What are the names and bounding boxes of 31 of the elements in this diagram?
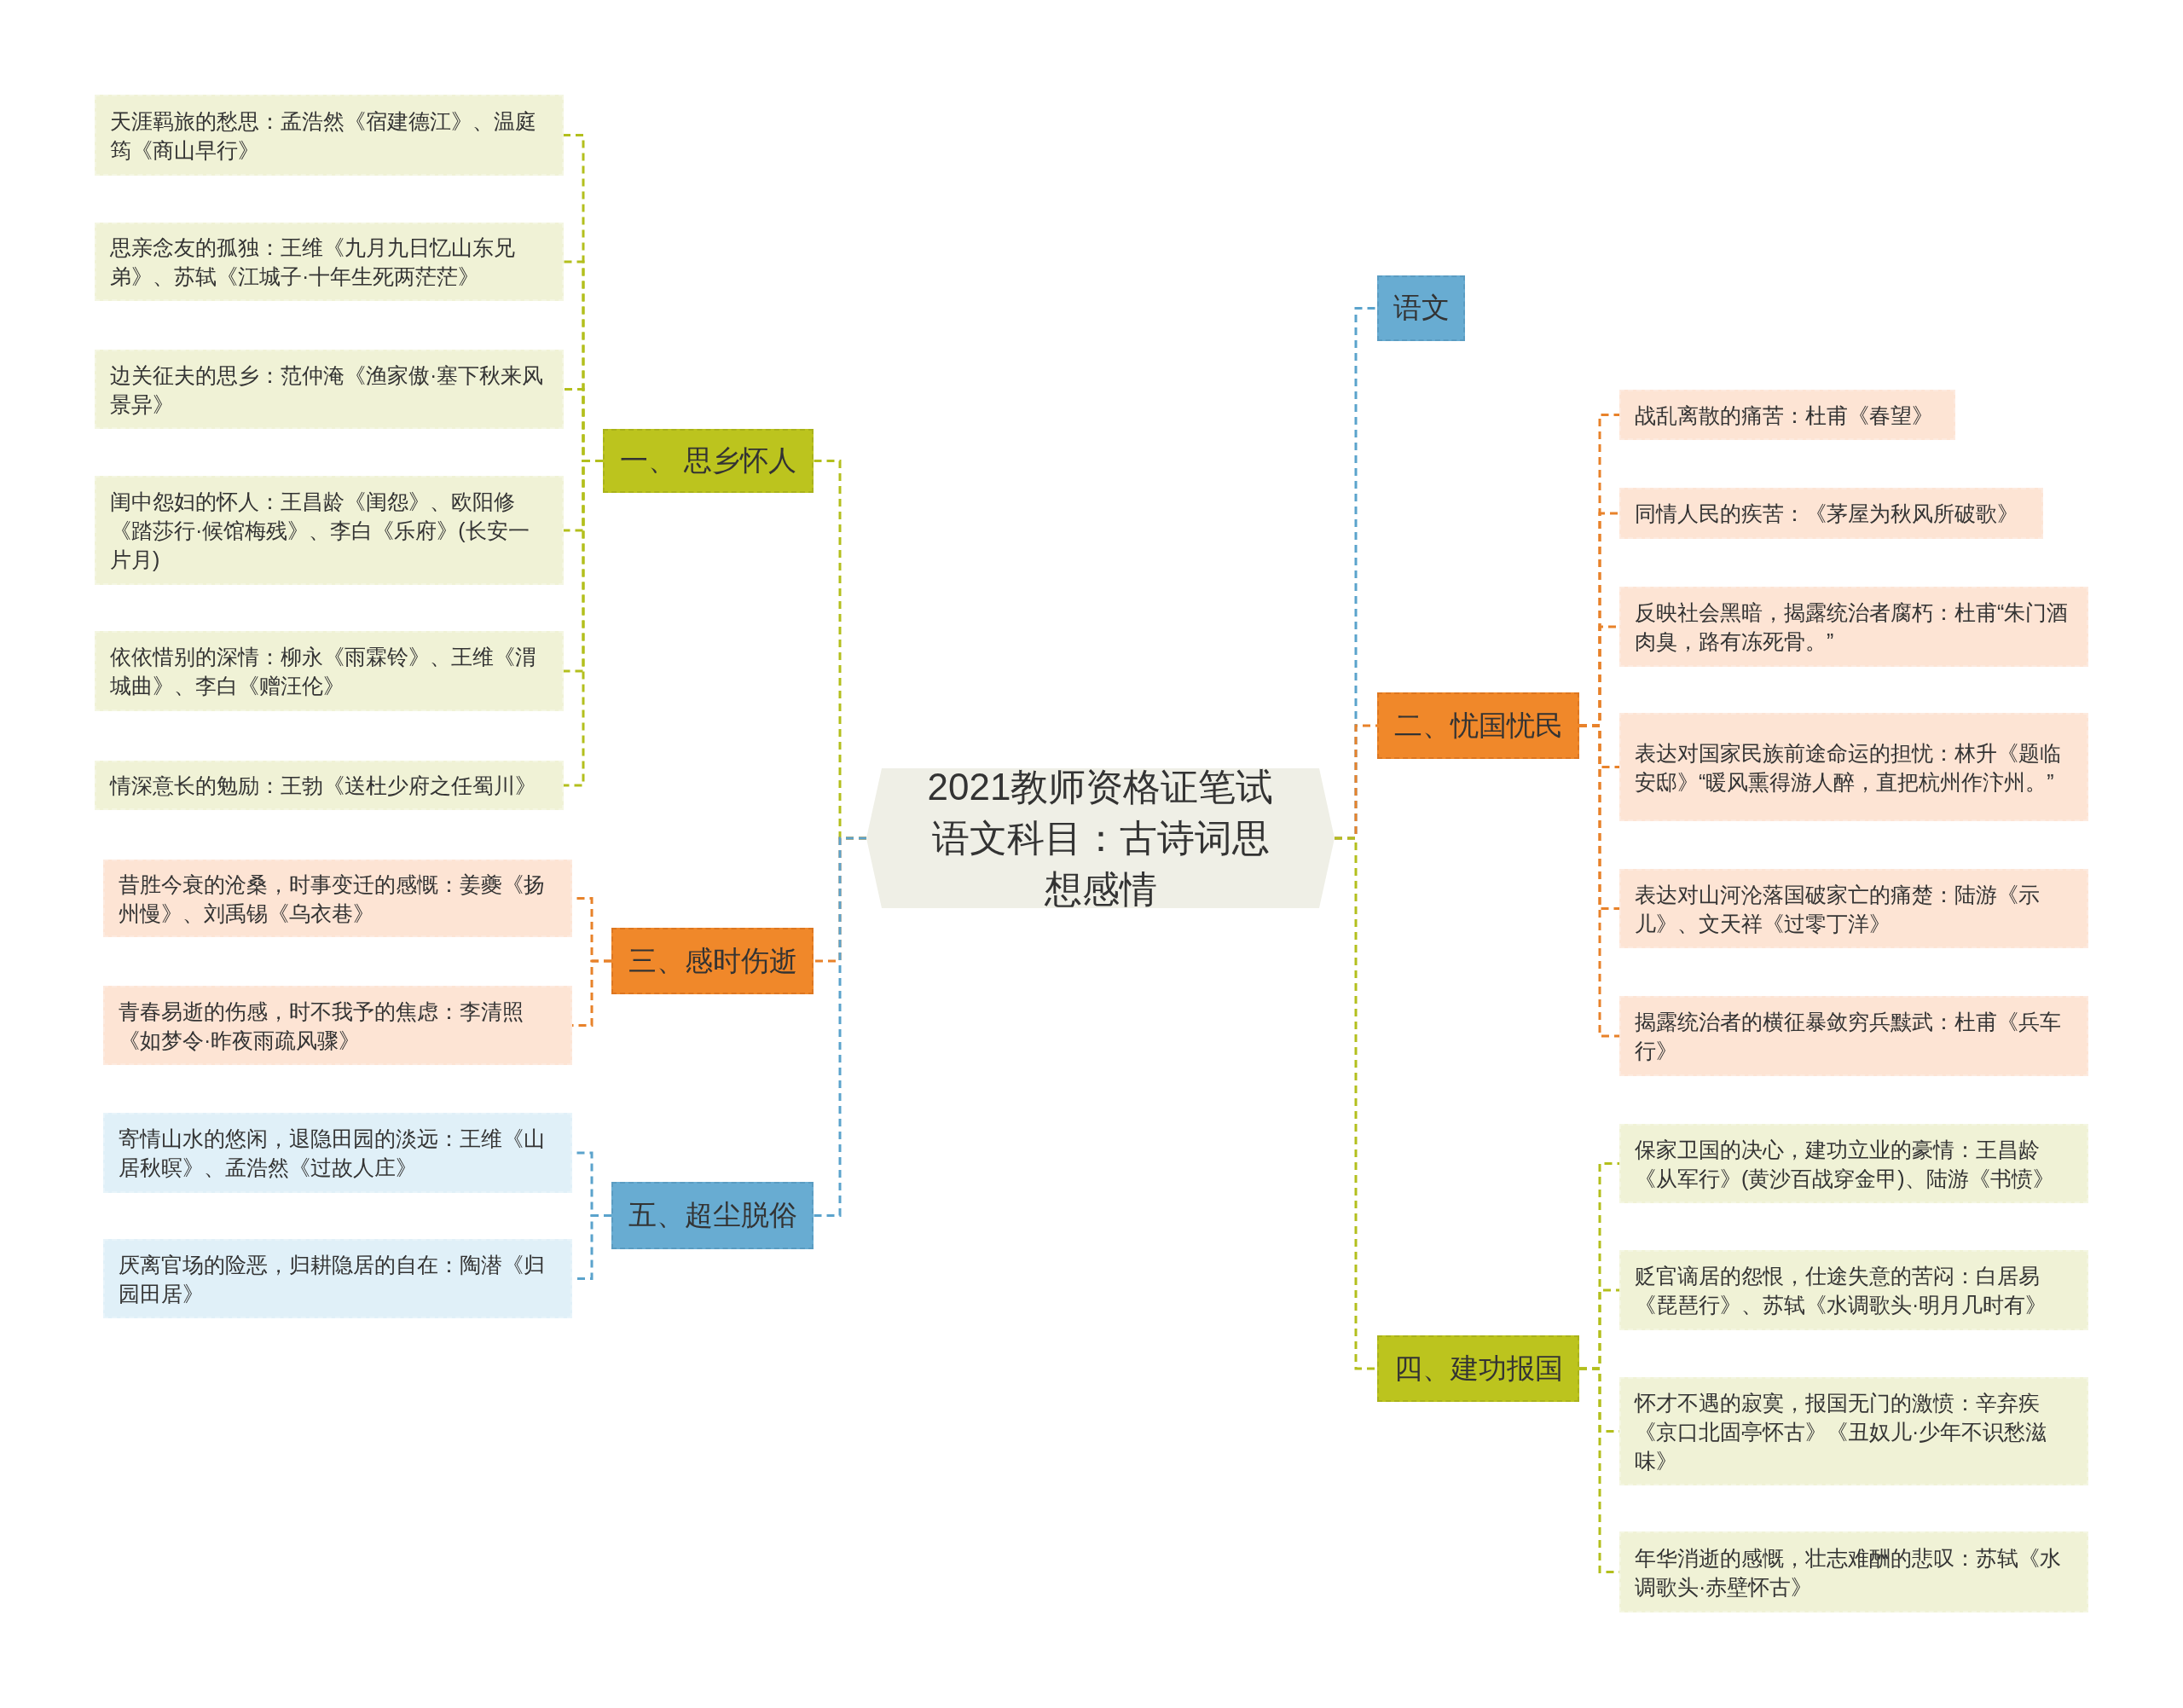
connector-line: [1335, 837, 1377, 1370]
leaf-box: 昔胜今衰的沧桑，时事变迁的感慨：姜夔《扬州慢》、刘禹锡《乌衣巷》: [103, 860, 572, 937]
leaf-box: 反映社会黑暗，揭露统治者腐朽：杜甫“朱门酒肉臭，路有冻死骨。”: [1619, 587, 2088, 667]
leaf-box: 怀才不遇的寂寞，报国无门的激愤：辛弃疾《京口北固亭怀古》《丑奴儿·少年不识愁滋味》: [1619, 1377, 2088, 1485]
leaf-box: 表达对山河沦落国破家亡的痛楚：陆游《示儿》、文天祥《过零丁洋》: [1619, 869, 2088, 948]
leaf-box: 情深意长的勉励：王勃《送杜少府之任蜀川》: [95, 761, 564, 810]
leaf-box: 青春易逝的伤感，时不我予的焦虑：李清照《如梦令·昨夜雨疏风骤》: [103, 986, 572, 1065]
leaf-box: 边关征夫的思乡：范仲淹《渔家傲·塞下秋来风景异》: [95, 350, 564, 429]
leaf-box: 天涯羁旅的愁思：孟浩然《宿建德江》、温庭筠《商山早行》: [95, 95, 564, 176]
leaf-box: 贬官谪居的怨恨，仕途失意的苦闷：白居易《琵琶行》、苏轼《水调歌头·明月几时有》: [1619, 1250, 2088, 1330]
connector-line: [814, 837, 866, 1217]
branch-box: 语文: [1377, 275, 1465, 341]
leaf-box: 依依惜别的深情：柳永《雨霖铃》、王维《渭城曲》、李白《赠汪伦》: [95, 631, 564, 711]
leaf-box: 保家卫国的决心，建功立业的豪情：王昌龄《从军行》(黄沙百战穿金甲)、陆游《书愤》: [1619, 1124, 2088, 1203]
connector-line: [564, 460, 603, 787]
branch-box: 四、建功报国: [1377, 1335, 1579, 1402]
leaf-box: 寄情山水的悠闲，退隐田园的淡远：王维《山居秋暝》、孟浩然《过故人庄》: [103, 1113, 572, 1193]
leaf-box: 战乱离散的痛苦：杜甫《春望》: [1619, 390, 1955, 440]
branch-box: 三、感时伤逝: [611, 928, 814, 994]
leaf-box: 闺中怨妇的怀人：王昌龄《闺怨》、欧阳修《踏莎行·候馆梅残》、李白《乐府》(长安一片月): [95, 476, 564, 585]
branch-box: 二、忧国忧民: [1377, 692, 1579, 759]
leaf-box: 揭露统治者的横征暴敛穷兵黩武：杜甫《兵车行》: [1619, 996, 2088, 1076]
leaf-box: 厌离官场的险恶，归耕隐居的自在：陶潜《归园田居》: [103, 1239, 572, 1318]
connector-line: [1579, 724, 1619, 1038]
branch-box: 一、 思乡怀人: [603, 429, 814, 493]
branch-box: 五、超尘脱俗: [611, 1182, 814, 1249]
leaf-box: 表达对国家民族前途命运的担忧：林升《题临安邸》“暖风熏得游人醉，直把杭州作汴州。”: [1619, 713, 2088, 821]
leaf-box: 思亲念友的孤独：王维《九月九日忆山东兄弟》、苏轼《江城子·十年生死两茫茫》: [95, 223, 564, 301]
leaf-box: 同情人民的疾苦：《茅屋为秋风所破歌》: [1619, 488, 2043, 539]
leaf-box: 年华消逝的感慨，壮志难酬的悲叹：苏轼《水调歌头·赤壁怀古》: [1619, 1531, 2088, 1612]
central-topic-hexagon: 2021教师资格证笔试语文科目：古诗词思想感情: [866, 768, 1335, 908]
